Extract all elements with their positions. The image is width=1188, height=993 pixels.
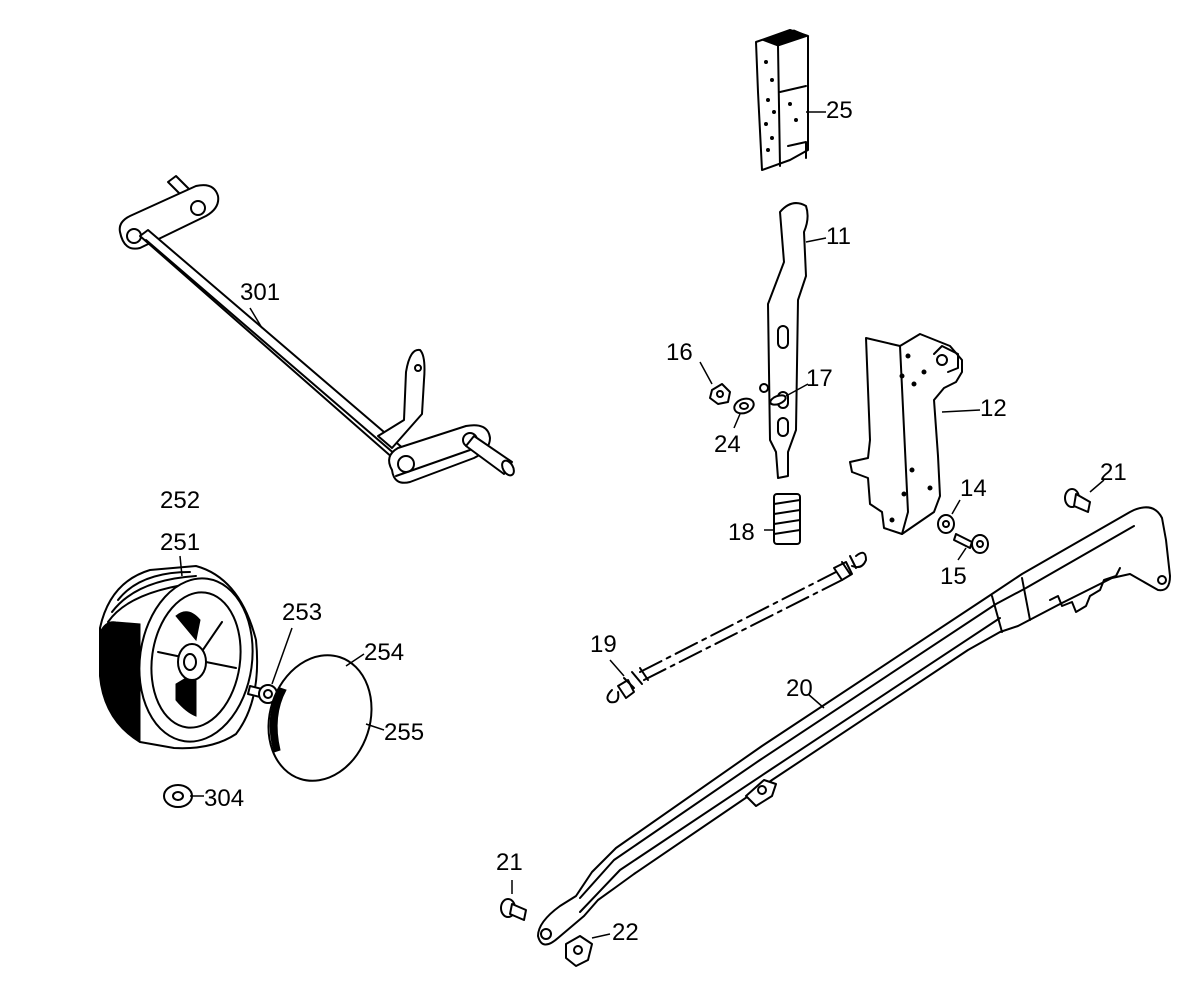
nut-16 xyxy=(699,361,731,405)
label-21-upper: 21 xyxy=(1100,459,1127,486)
label-252: 252 xyxy=(160,487,200,514)
label-18: 18 xyxy=(728,519,755,546)
label-253: 253 xyxy=(282,599,322,626)
label-12: 12 xyxy=(980,395,1007,422)
label-19: 19 xyxy=(590,631,617,658)
axle-assembly-301 xyxy=(118,175,515,484)
wheel-251 xyxy=(99,555,259,750)
bracket-12 xyxy=(849,333,981,535)
handle-grip-25 xyxy=(755,29,826,171)
label-24: 24 xyxy=(714,431,741,458)
label-11: 11 xyxy=(826,223,851,250)
label-25: 25 xyxy=(826,97,853,124)
hub-cap-254 xyxy=(267,653,385,782)
label-20: 20 xyxy=(786,675,813,702)
extension-spring-19 xyxy=(606,551,867,704)
screw-21-lower xyxy=(500,880,527,921)
label-251: 251 xyxy=(160,529,200,556)
label-16: 16 xyxy=(666,339,693,366)
label-14: 14 xyxy=(960,475,987,502)
label-301: 301 xyxy=(240,279,280,306)
screw-21-upper xyxy=(1064,479,1105,513)
clip-22 xyxy=(565,933,611,967)
label-17: 17 xyxy=(806,365,833,392)
latch-bar-11 xyxy=(759,202,827,479)
label-15: 15 xyxy=(940,563,967,590)
label-254: 254 xyxy=(364,639,404,666)
label-304: 304 xyxy=(204,785,244,812)
washer-14 xyxy=(937,499,961,534)
handle-lever-20 xyxy=(537,506,1171,946)
washer-24 xyxy=(733,397,755,429)
pin-17 xyxy=(769,383,809,406)
label-255: 255 xyxy=(384,719,424,746)
washer-304 xyxy=(163,784,204,808)
screw-15 xyxy=(953,533,989,561)
label-22: 22 xyxy=(612,919,639,946)
spring-18 xyxy=(764,493,801,545)
label-21-lower: 21 xyxy=(496,849,523,876)
